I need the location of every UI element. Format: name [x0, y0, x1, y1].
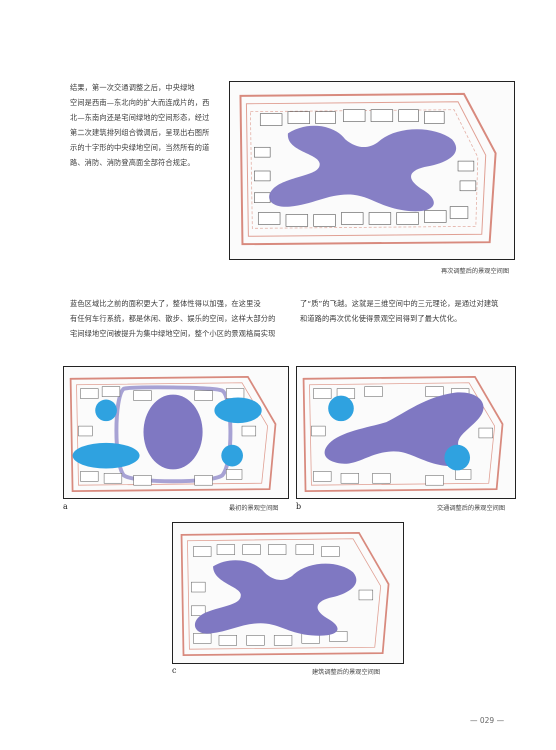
figure-top-landscape-plan [229, 81, 515, 260]
middle-right-line: 和道路的再次优化使得景观空间得到了最大优化。 [300, 314, 462, 323]
figure-c-drawing [173, 523, 403, 663]
middle-left-paragraph: 蓝色区域比之前的面积更大了，整体性得以加强，在这里没 有任何车行系统，都是休闲、… [70, 296, 288, 341]
intro-line: 北—东南向还是宅间绿地的空间形态，经过 [70, 113, 210, 122]
figure-b-drawing [297, 367, 515, 498]
page-number-value: 029 [479, 716, 495, 725]
page-number: — 029 — [470, 716, 504, 725]
figure-a-letter: a [63, 502, 68, 511]
intro-line: 路、消防、消防登高面全部符合规定。 [70, 158, 195, 167]
intro-line: 空间是西南—东北向的扩大而连成片的，西 [70, 98, 210, 107]
page-number-dash: — [494, 716, 505, 725]
figure-c-caption: 建筑调整后的景观空间图 [312, 669, 381, 676]
figure-b-letter: b [296, 502, 302, 511]
intro-line: 示的十字形的中央绿地空间，当然所有的道 [70, 143, 210, 152]
figure-c-letter: c [172, 666, 177, 675]
middle-left-line: 有任何车行系统，都是休闲、散步、娱乐的空间，这样大部分的 [70, 314, 276, 323]
figure-b-landscape-plan [296, 366, 516, 499]
middle-right-line: 了“质”的飞越。这就是三维空间中的三元理论，是通过对建筑 [300, 299, 499, 308]
figure-top-caption: 再次调整后的景观空间图 [441, 268, 510, 275]
page-number-dash: — [470, 716, 480, 725]
figure-c-landscape-plan [172, 522, 404, 664]
middle-left-line: 蓝色区域比之前的面积更大了，整体性得以加强，在这里没 [70, 299, 261, 308]
middle-left-line: 宅间绿地空间被提升为集中绿地空间，整个小区的景观格局实现 [70, 329, 276, 338]
intro-line: 第二次建筑排列组合微调后，呈现出右图所 [70, 128, 210, 137]
intro-paragraph: 结果，第一次交通调整之后，中央绿地 空间是西南—东北向的扩大而连成片的，西 北—… [70, 80, 218, 170]
figure-b-caption: 交通调整后的景观空间图 [437, 505, 506, 512]
intro-line: 结果，第一次交通调整之后，中央绿地 [70, 83, 195, 92]
figure-a-drawing [64, 367, 288, 498]
middle-right-paragraph: 了“质”的飞越。这就是三维空间中的三元理论，是通过对建筑 和道路的再次优化使得景… [300, 296, 520, 326]
figure-a-caption: 最初的景观空间图 [229, 505, 279, 512]
figure-top-drawing [230, 82, 514, 259]
figure-a-landscape-plan [63, 366, 289, 499]
